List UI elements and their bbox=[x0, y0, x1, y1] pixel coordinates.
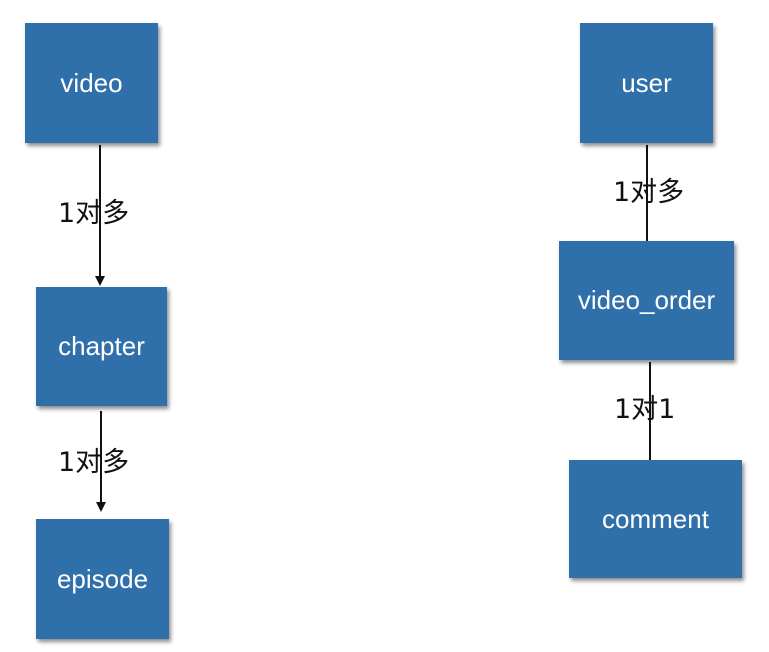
node-video-order-label: video_order bbox=[577, 285, 716, 315]
node-comment[interactable]: comment bbox=[569, 460, 742, 578]
node-video[interactable]: video bbox=[25, 23, 158, 143]
edge-label-video-chapter: 1对多 bbox=[58, 198, 130, 229]
node-episode-label: episode bbox=[56, 563, 149, 594]
edge-label-chapter-episode: 1对多 bbox=[58, 447, 130, 478]
node-video-order[interactable]: video_order bbox=[559, 241, 734, 360]
node-video-label: video bbox=[60, 67, 123, 98]
node-comment-label: comment bbox=[602, 503, 709, 534]
node-chapter-label: chapter bbox=[58, 331, 145, 361]
edge-label-user-video-order: 1对多 bbox=[613, 177, 685, 208]
node-episode[interactable]: episode bbox=[36, 519, 169, 639]
node-user[interactable]: user bbox=[580, 23, 713, 143]
edge-label-video-order-comment: 1对1 bbox=[614, 394, 676, 425]
node-user-label: user bbox=[621, 67, 672, 98]
node-chapter[interactable]: chapter bbox=[36, 287, 167, 406]
